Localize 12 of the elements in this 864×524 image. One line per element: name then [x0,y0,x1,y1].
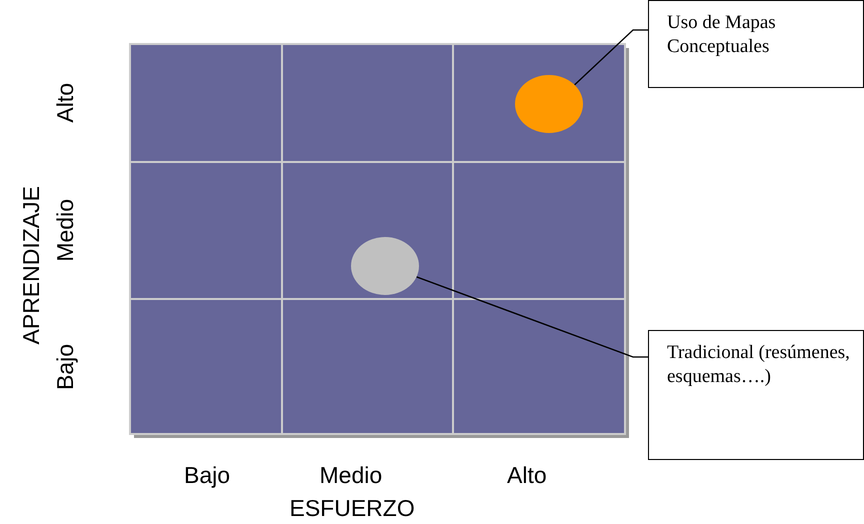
axis-tick-label: Medio [52,198,78,262]
axis-tick-label: Bajo [52,344,78,390]
leader-line [416,276,648,358]
axis-title: APRENDIZAJE [18,186,44,344]
callout-box: Uso de Mapas Conceptuales [648,0,864,88]
axis-tick-label: Bajo [184,462,230,488]
axis-tick-label: Alto [507,462,547,488]
axis-tick-label: Medio [320,462,382,488]
axis-tick-label: Alto [52,83,78,123]
axis-title: ESFUERZO [290,495,415,521]
callout-box: Tradicional (resúmenes, esquemas….) [648,330,864,460]
leader-line [574,29,648,86]
